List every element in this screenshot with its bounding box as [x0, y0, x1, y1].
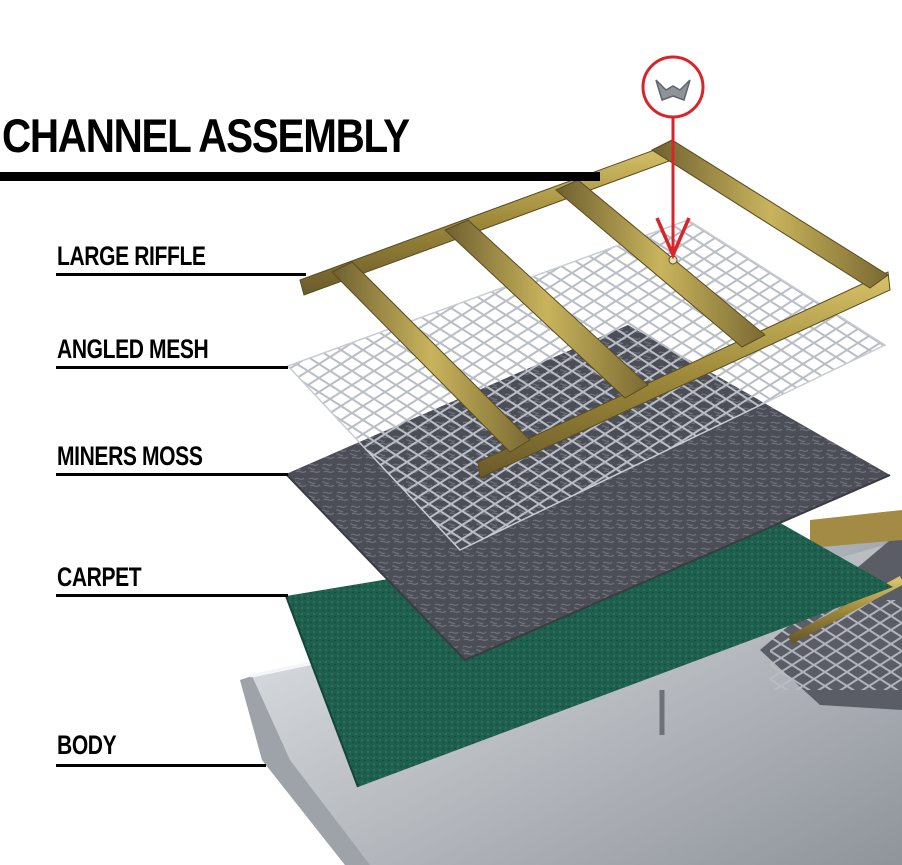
label-angled-mesh: ANGLED MESH	[57, 334, 209, 364]
large-riffle-frame	[299, 139, 891, 479]
wing-nut-icon	[655, 79, 691, 101]
leader-angled-mesh	[56, 366, 288, 369]
title-rule	[0, 172, 600, 181]
leader-miners-moss	[56, 473, 288, 476]
angled-mesh-layer	[286, 219, 887, 551]
page-title: CHANNEL ASSEMBLY	[2, 109, 410, 162]
label-miners-moss: MINERS MOSS	[57, 441, 203, 471]
label-carpet: CARPET	[57, 562, 142, 592]
leader-carpet	[56, 594, 288, 597]
leader-body	[56, 764, 266, 767]
wing-nut-callout	[641, 55, 705, 260]
leader-large-riffle	[56, 273, 306, 276]
label-body: BODY	[57, 730, 117, 760]
label-large-riffle: LARGE RIFFLE	[57, 241, 206, 271]
